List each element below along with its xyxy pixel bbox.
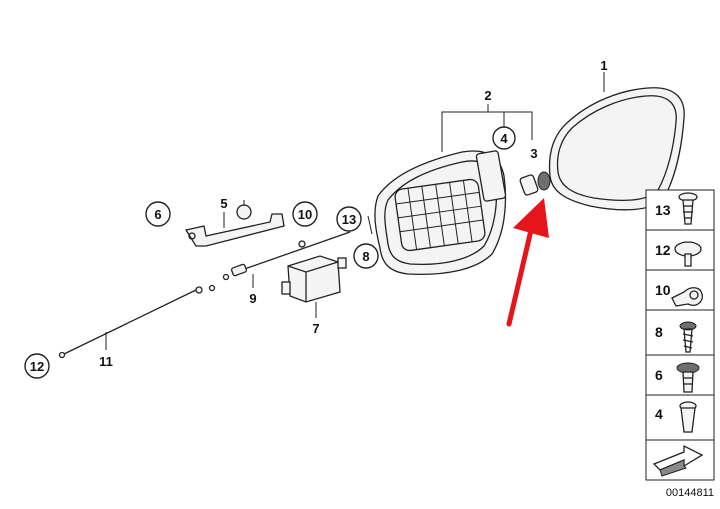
reference-arrow-icon	[652, 444, 704, 477]
push-rivet-icon	[678, 192, 698, 225]
hardware-legend: 13 12 10 8 6 4	[645, 189, 715, 481]
part-actuator	[281, 255, 347, 303]
callout-8-circle	[353, 243, 379, 269]
part-bracket	[184, 200, 285, 247]
callout-9: 9	[249, 291, 256, 306]
diagram-id: 00144811	[666, 487, 714, 499]
screw-icon	[679, 321, 697, 353]
part-rubber-buffer	[519, 171, 551, 196]
legend-label-12: 12	[655, 242, 671, 258]
callout-13: 13	[342, 212, 356, 227]
part-long-cable	[58, 284, 216, 359]
callout-3: 3	[530, 146, 537, 161]
callout-10: 10	[298, 207, 312, 222]
legend-label-13: 13	[655, 202, 671, 218]
callout-10-circle	[292, 201, 318, 227]
callout-4-circle	[492, 126, 516, 150]
legend-label-10: 10	[655, 282, 671, 298]
legend-label-4: 4	[655, 406, 663, 422]
callout-4: 4	[500, 131, 508, 146]
callout-6-circle	[145, 201, 171, 227]
callout-5: 5	[220, 196, 227, 211]
legend-label-8: 8	[655, 324, 663, 340]
callout-12: 12	[30, 359, 44, 374]
part-cable	[222, 231, 351, 281]
callout-8: 8	[362, 249, 369, 264]
callout-12-circle	[24, 353, 50, 379]
callout-11: 11	[99, 354, 113, 369]
expanding-rivet-icon	[676, 362, 700, 393]
legend-label-6: 6	[655, 367, 663, 383]
callout-13-circle	[336, 206, 362, 232]
callout-1: 1	[600, 58, 607, 73]
red-pointer-arrow	[506, 198, 549, 327]
callout-7: 7	[312, 321, 319, 336]
callout-6: 6	[154, 207, 161, 222]
grommet-icon	[679, 401, 697, 433]
leader-bracket-2	[441, 111, 533, 152]
callout-2: 2	[484, 88, 491, 103]
part-fuel-filler-housing	[367, 150, 507, 276]
cable-clip-icon	[671, 287, 703, 307]
plug-icon	[674, 241, 702, 267]
